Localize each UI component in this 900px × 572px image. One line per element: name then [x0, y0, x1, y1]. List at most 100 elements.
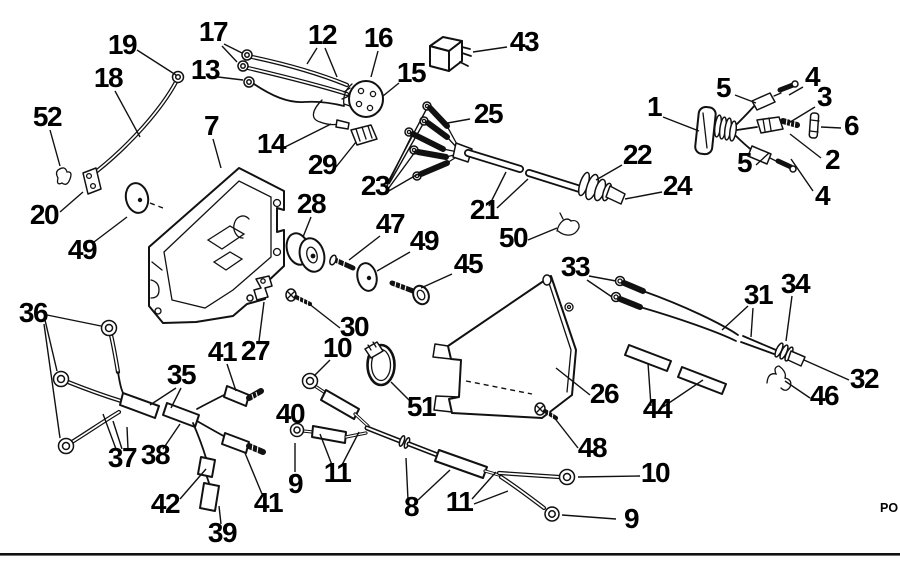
leader-line-2	[789, 133, 822, 159]
leader-line-49	[376, 251, 411, 272]
part-label-1: 1	[647, 91, 662, 122]
washer-49b	[356, 262, 378, 292]
leader-line-37	[126, 426, 129, 450]
sleeve-8	[434, 449, 488, 479]
part-label-35: 35	[167, 359, 196, 390]
sleeve-5b	[747, 145, 772, 165]
part-label-44: 44	[643, 393, 673, 424]
leader-line-11	[473, 490, 509, 505]
part-label-52: 52	[33, 101, 62, 132]
leader-line-8	[405, 457, 409, 501]
part-label-4: 4	[815, 180, 831, 211]
part-label-9: 9	[624, 503, 639, 534]
part-sleeve-29	[350, 124, 378, 146]
part-label-50: 50	[499, 222, 528, 253]
leader-line-21	[496, 178, 529, 209]
leader-line-31	[750, 307, 754, 338]
part-label-11: 11	[324, 457, 352, 488]
leader-line-41	[244, 452, 263, 495]
part-relay	[429, 36, 472, 72]
part-label-16: 16	[364, 22, 393, 53]
leader-line-5	[734, 94, 757, 104]
part-cover-plate	[432, 274, 577, 421]
part-label-41: 41	[208, 336, 237, 367]
leader-line-49	[93, 216, 128, 243]
part-label-43: 43	[510, 26, 539, 57]
leader-line-20	[59, 191, 84, 213]
part-label-49: 49	[68, 234, 97, 265]
leader-line-50	[527, 227, 558, 241]
part-label-47: 47	[376, 208, 405, 239]
leader-line-34	[785, 295, 793, 342]
leader-line-16	[370, 50, 379, 78]
leader-line-43	[472, 46, 508, 53]
leader-line-41	[226, 363, 237, 392]
part-label-19: 19	[108, 29, 137, 60]
part-label-11: 11	[446, 486, 474, 517]
part-label-30: 30	[340, 311, 369, 342]
part-label-15: 15	[397, 57, 426, 88]
leader-line-45	[420, 273, 453, 289]
leader-line-44	[662, 379, 704, 408]
leader-line-36	[43, 323, 61, 439]
leader-line-36	[44, 319, 58, 372]
part-bracket-screw	[246, 275, 313, 308]
leader-line-42	[179, 468, 207, 500]
leader-line-17	[221, 45, 238, 63]
wire-14	[312, 99, 339, 126]
leader-line-38	[162, 423, 181, 450]
part-label-34: 34	[781, 268, 811, 299]
leader-line-8	[417, 469, 451, 501]
leader-line-52	[49, 129, 61, 167]
part-label-21: 21	[470, 194, 499, 225]
sleeve-42	[197, 456, 216, 478]
leader-line-35	[170, 387, 182, 409]
part-label-9: 9	[288, 468, 303, 499]
bolt-45-head	[412, 284, 430, 306]
leader-line-46	[784, 380, 811, 399]
leader-line-33	[586, 279, 613, 298]
part-tubes-44	[624, 344, 727, 395]
part-label-29: 29	[308, 149, 337, 180]
clip-52	[55, 167, 72, 185]
sleeve-11a	[320, 389, 360, 420]
leader-line-1	[662, 116, 700, 132]
leader-line-11	[319, 433, 333, 466]
leader-line-47	[348, 235, 381, 261]
connector-tip-24	[605, 185, 626, 205]
connector-41b	[221, 432, 250, 454]
leader-line-7	[212, 138, 222, 169]
part-label-5: 5	[737, 147, 752, 178]
part-label-5: 5	[716, 72, 731, 103]
part-label-20: 20	[30, 199, 59, 230]
part-washer-left	[124, 182, 164, 214]
part-label-14: 14	[257, 128, 287, 159]
part-label-31: 31	[744, 279, 773, 310]
part-label-22: 22	[623, 139, 652, 170]
leader-line-23	[386, 134, 413, 187]
part-label-18: 18	[94, 62, 123, 93]
part-label-39: 39	[208, 517, 237, 548]
part-label-49: 49	[410, 225, 439, 256]
part-label-23: 23	[361, 170, 390, 201]
part-label-8: 8	[404, 491, 419, 522]
leader-line-27	[258, 301, 265, 342]
tube-39	[199, 482, 220, 512]
part-label-46: 46	[810, 380, 839, 411]
leader-line-23	[388, 123, 424, 185]
part-label-36: 36	[19, 297, 48, 328]
part-label-28: 28	[297, 188, 326, 219]
part-long-harness	[289, 372, 576, 522]
leader-line-29	[335, 141, 357, 168]
terminal-4a	[777, 82, 796, 93]
sleeve-6	[808, 112, 820, 139]
leader-line-10	[313, 359, 331, 377]
part-plug-assembly	[694, 80, 820, 173]
part-label-42: 42	[151, 488, 180, 519]
part-ground-wire-assy	[55, 70, 185, 195]
leader-line-28	[302, 216, 312, 238]
part-hose-clamp	[364, 341, 396, 387]
leader-line-22	[595, 164, 623, 181]
